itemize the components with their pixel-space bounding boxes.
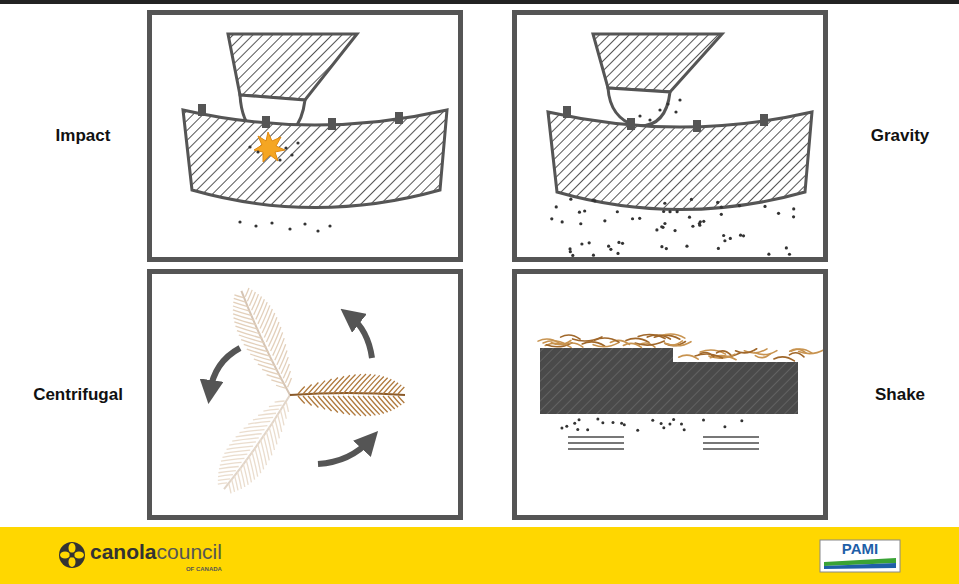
grain-dots <box>550 98 795 257</box>
grain-dots <box>238 141 331 232</box>
threshing-rotor <box>593 34 722 92</box>
impact-star <box>254 132 285 162</box>
gravity-illustration <box>548 34 812 257</box>
concave <box>548 112 812 210</box>
pami-logo <box>820 540 900 572</box>
concave-bars <box>198 104 403 130</box>
method-label: Impact <box>56 126 111 146</box>
grain-dots <box>560 418 743 432</box>
top-strip <box>0 0 959 4</box>
method-label: Centrifugal <box>33 385 123 405</box>
pami-logo-text: PAMI <box>842 541 878 556</box>
method-label: Gravity <box>871 126 930 146</box>
sieve <box>540 348 798 414</box>
canola-logo-text: canola <box>90 541 157 562</box>
centrifugal-illustration <box>207 282 405 501</box>
canola-logo-text: OF CANADA <box>186 566 222 572</box>
concave <box>183 110 447 208</box>
panel: Impact <box>147 10 463 262</box>
shake-lines <box>568 437 759 449</box>
panel: Gravity <box>512 10 828 262</box>
threshing-rotor <box>228 34 357 100</box>
shake-illustration <box>538 334 825 449</box>
footer-bar <box>0 527 959 584</box>
panel: Shake <box>512 269 828 520</box>
rotation-arrows <box>210 316 372 464</box>
straw <box>538 334 825 361</box>
concave-bars <box>563 106 768 132</box>
impact-illustration <box>183 34 447 233</box>
method-label: Shake <box>875 385 925 405</box>
canola-logo-icon <box>59 542 85 568</box>
panel: Centrifugal <box>147 269 463 520</box>
rasp-bar <box>608 88 670 126</box>
canola-logo-text: council <box>157 541 222 562</box>
